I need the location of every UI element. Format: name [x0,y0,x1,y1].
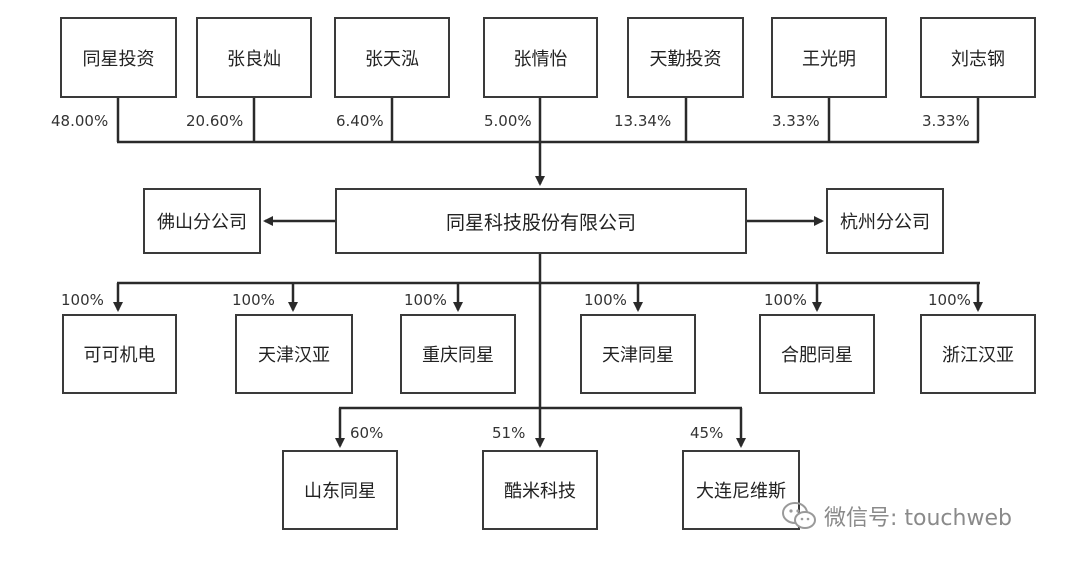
subsidiary-box: 浙江汉亚 [920,314,1036,394]
subsidiary-box: 酷米科技 [482,450,598,530]
subsidiary-pct: 100% [61,291,104,309]
subsidiary-pct: 51% [492,424,526,442]
subsidiary-box: 山东同星 [282,450,398,530]
branch-left-box: 佛山分公司 [143,188,261,254]
subsidiary-pct: 45% [690,424,724,442]
shareholder-pct: 6.40% [336,112,384,130]
shareholder-pct: 5.00% [484,112,532,130]
subsidiary-box: 天津同星 [580,314,696,394]
shareholder-box: 王光明 [771,17,887,98]
shareholder-pct: 20.60% [186,112,244,130]
subsidiary-box: 大连尼维斯 [682,450,800,530]
shareholder-box: 张天泓 [334,17,450,98]
subsidiary-pct: 100% [232,291,275,309]
watermark: 微信号: touchweb [782,500,1012,532]
shareholder-box: 天勤投资 [627,17,744,98]
subsidiary-box: 合肥同星 [759,314,875,394]
shareholder-box: 张良灿 [196,17,312,98]
wechat-icon [782,501,818,531]
shareholder-box: 张情怡 [483,17,598,98]
subsidiary-pct: 60% [350,424,384,442]
shareholder-box: 刘志钢 [920,17,1036,98]
subsidiary-box: 可可机电 [62,314,177,394]
branch-right-box: 杭州分公司 [826,188,944,254]
shareholder-pct: 13.34% [614,112,672,130]
shareholder-pct: 3.33% [922,112,970,130]
subsidiary-pct: 100% [928,291,971,309]
shareholder-pct: 48.00% [51,112,109,130]
subsidiary-box: 天津汉亚 [235,314,353,394]
company-box: 同星科技股份有限公司 [335,188,747,254]
shareholder-pct: 3.33% [772,112,820,130]
subsidiary-box: 重庆同星 [400,314,516,394]
subsidiary-pct: 100% [584,291,627,309]
subsidiary-pct: 100% [764,291,807,309]
watermark-text: 微信号: touchweb [824,506,1012,531]
shareholder-box: 同星投资 [60,17,177,98]
subsidiary-pct: 100% [404,291,447,309]
